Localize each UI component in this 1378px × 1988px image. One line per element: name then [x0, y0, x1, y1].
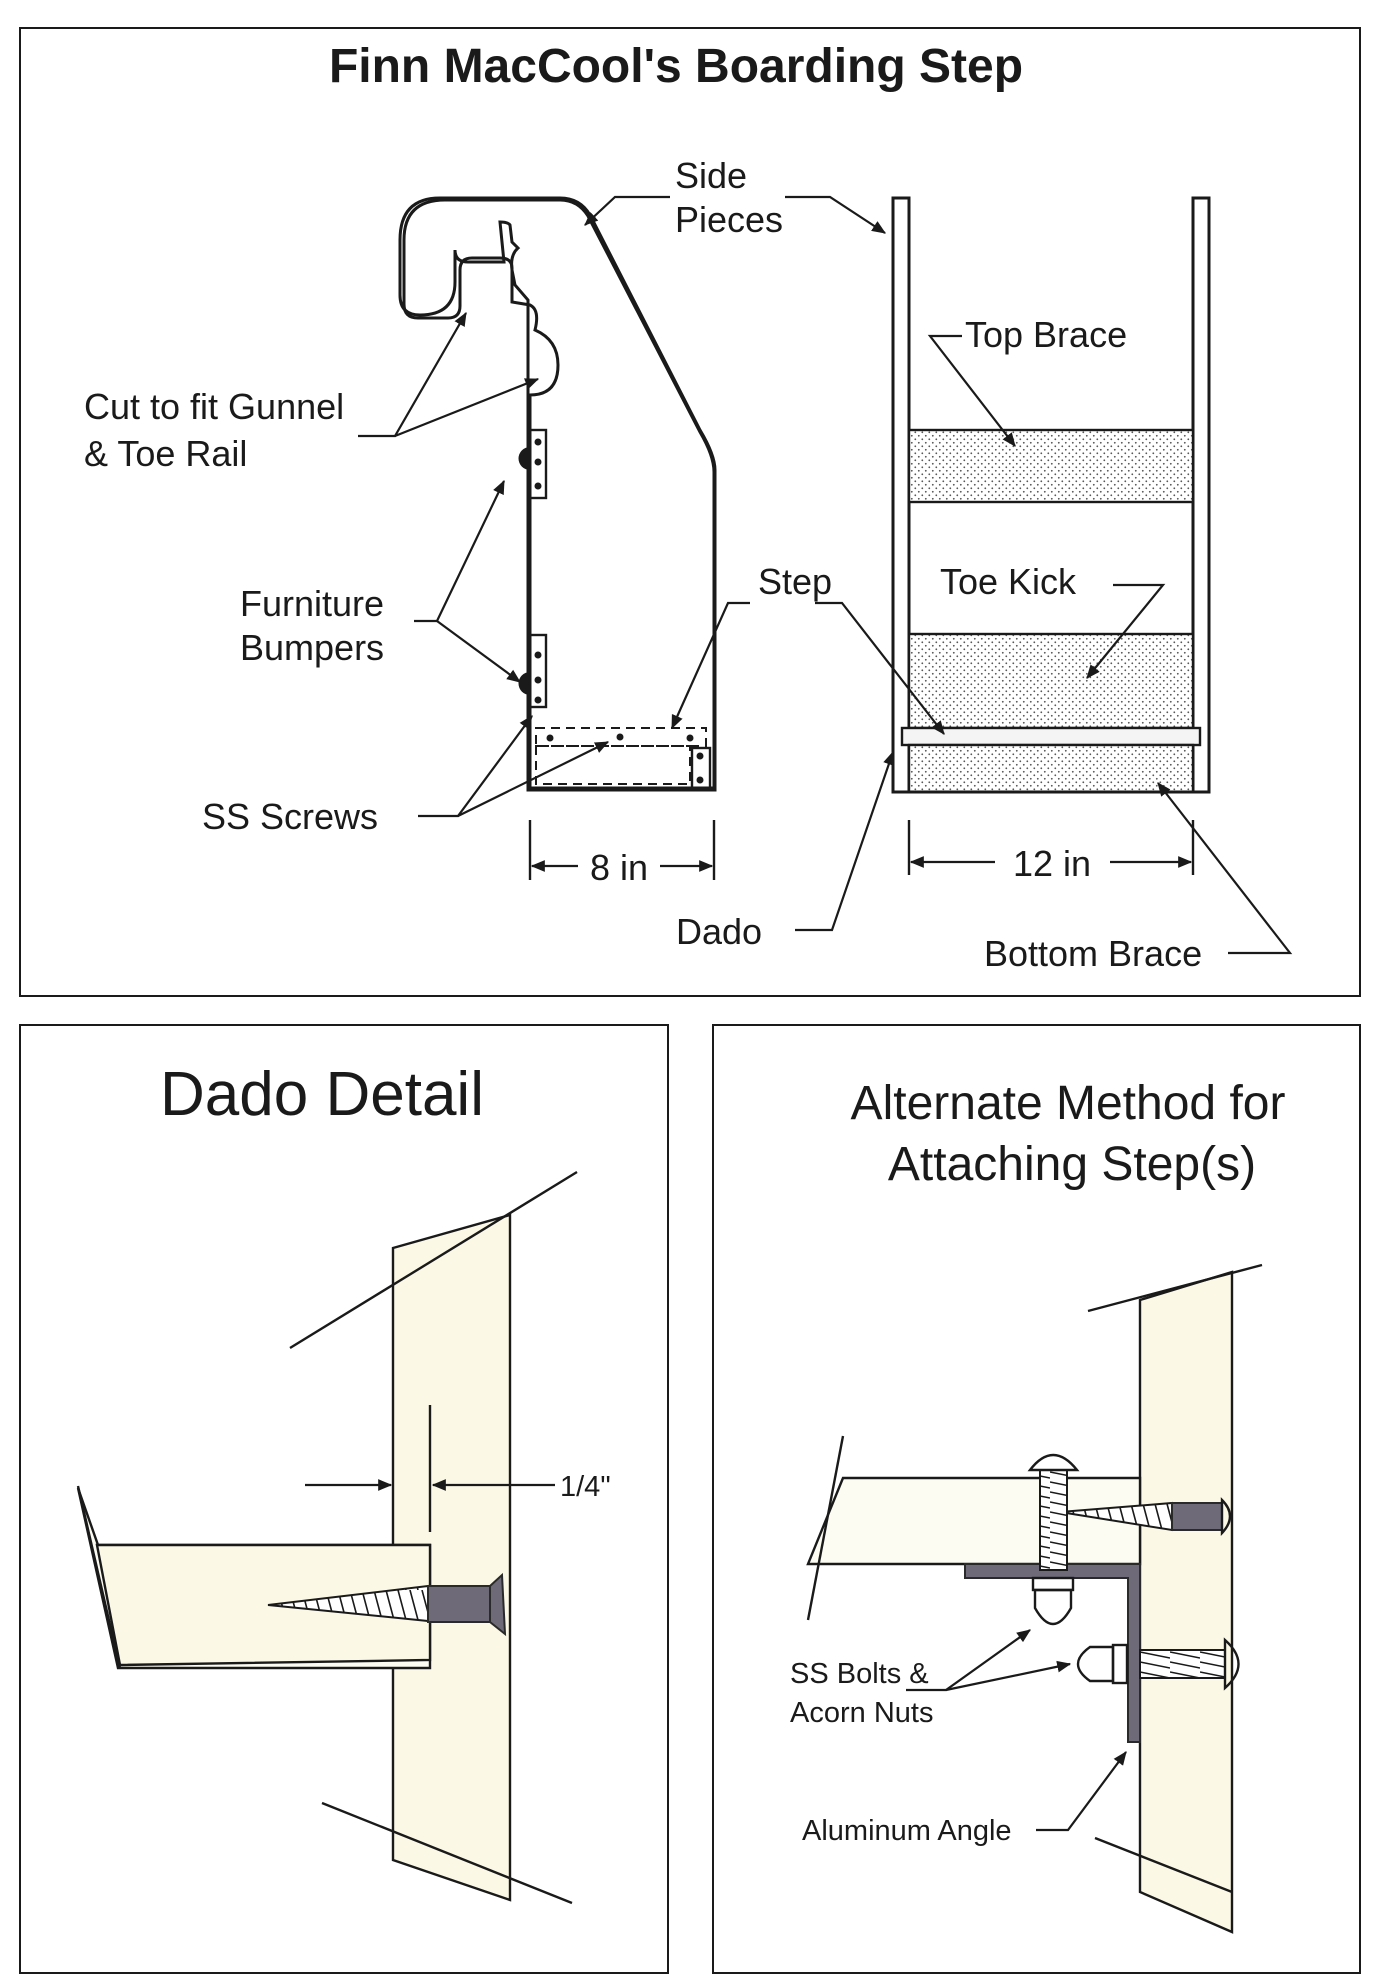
dado-panel-frame [19, 1024, 669, 1974]
label-bumpers-2: Bumpers [240, 627, 384, 668]
top-brace [907, 428, 1195, 504]
label-toe-kick: Toe Kick [940, 561, 1077, 602]
dimension-12in: 12 in [1013, 843, 1091, 884]
label-bottom-brace: Bottom Brace [984, 933, 1202, 974]
alternate-title-1: Alternate Method for [851, 1077, 1286, 1130]
main-panel: Finn MacCool's Boarding Step 8 in [19, 27, 1361, 997]
alternate-method-panel: Alternate Method for Attaching Step(s) S… [712, 1024, 1361, 1974]
main-panel-frame [19, 27, 1361, 997]
step-board [900, 726, 1202, 747]
label-step: Step [758, 561, 832, 602]
label-bolts-1: SS Bolts & [790, 1658, 929, 1690]
bottom-brace [907, 743, 1195, 794]
label-aluminum-angle: Aluminum Angle [802, 1815, 1012, 1847]
alternate-title-2: Attaching Step(s) [888, 1138, 1256, 1191]
label-side-pieces-1: Side [675, 155, 747, 196]
side-piece-profile [398, 196, 717, 792]
dado-title: Dado Detail [160, 1060, 484, 1129]
label-cut-to-fit-2: & Toe Rail [84, 433, 247, 474]
toe-kick [907, 632, 1195, 730]
label-ss-screws: SS Screws [202, 796, 378, 837]
dimension-8in: 8 in [590, 847, 648, 888]
label-dado: Dado [676, 911, 762, 952]
main-title: Finn MacCool's Boarding Step [329, 40, 1023, 93]
front-view [891, 196, 1211, 794]
label-cut-to-fit-1: Cut to fit Gunnel [84, 386, 344, 427]
label-bolts-2: Acorn Nuts [790, 1697, 933, 1729]
alternate-panel-frame [712, 1024, 1361, 1974]
label-side-pieces-2: Pieces [675, 199, 783, 240]
dado-detail-panel: Dado Detail 1/4" [19, 1024, 669, 1974]
label-top-brace: Top Brace [965, 314, 1127, 355]
dado-dimension: 1/4" [560, 1471, 611, 1503]
label-bumpers-1: Furniture [240, 583, 384, 624]
